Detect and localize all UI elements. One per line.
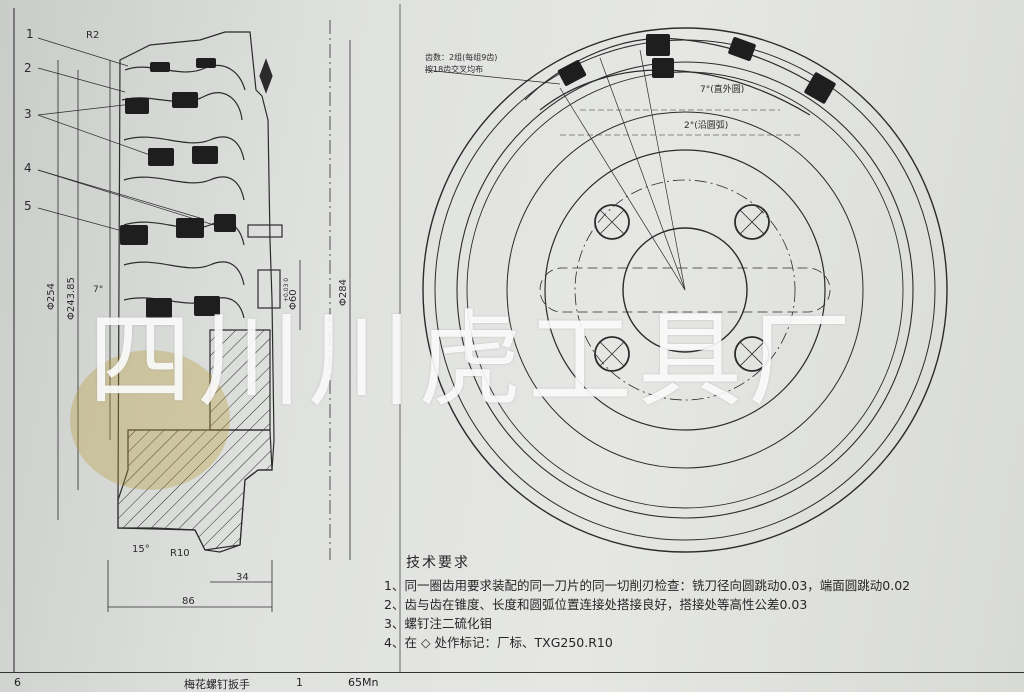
section-view — [37, 20, 351, 612]
tech-req-item-2: 2、齿与齿在锥度、长度和圆弧位置连接处搭接良好，搭接处等高性公差0.03 — [384, 597, 808, 612]
bolt-pitch-circle — [574, 179, 796, 401]
slot-hidden — [539, 267, 831, 313]
coffee-stain — [70, 350, 230, 490]
insert-icon — [557, 60, 587, 86]
note-leader — [424, 69, 561, 85]
part-name: 梅花螺钉扳手 — [184, 678, 250, 691]
hatched-section — [117, 429, 273, 551]
dim-60-text: Φ60 — [288, 289, 299, 310]
leader-2 — [37, 67, 126, 93]
angle-15: 15° — [132, 544, 150, 555]
callout-2: 2 — [24, 61, 32, 75]
callout-4: 4 — [24, 161, 32, 175]
insert-icon — [194, 296, 220, 316]
material: 65Mn — [348, 676, 379, 689]
dim-254-text: Φ254 — [46, 283, 57, 310]
insert-icon — [804, 72, 836, 104]
leader-4a — [37, 169, 201, 219]
tooth-row-5 — [123, 221, 245, 246]
radius-r10: R10 — [170, 548, 190, 559]
left-view-labels: 1 2 3 4 5 R2 R10 7° 15° 34 86 Φ254 Φ243.… — [24, 27, 349, 607]
callout-3: 3 — [24, 107, 32, 121]
leader-5 — [37, 207, 131, 234]
bolt-hole — [594, 336, 630, 372]
bore-feature — [257, 269, 281, 309]
technical-requirements: 技术要求 1、同一圈齿用要求装配的同一刀片的同一切削刃检查：铣刀径向圆跳动0.0… — [384, 552, 1014, 652]
tooth-row-1 — [124, 64, 246, 91]
dim-34-text: 34 — [236, 572, 249, 583]
circle-4 — [466, 71, 904, 509]
inserts-left — [120, 58, 236, 318]
tooth-row-3 — [123, 136, 245, 161]
leader-3a — [37, 103, 133, 116]
bolt-hole — [594, 204, 630, 240]
callout-1: 1 — [26, 27, 34, 41]
insert-icon — [176, 218, 204, 238]
teeth-note-2: 按18齿交叉均布 — [425, 64, 483, 74]
insert-icon — [646, 34, 670, 56]
radial-line — [599, 57, 686, 291]
dim-86-text: 86 — [182, 596, 195, 607]
tech-req-item-1: 1、同一圈齿用要求装配的同一刀片的同一切削刃检查：铣刀径向圆跳动0.03，端面圆… — [384, 578, 911, 593]
outer-circle — [422, 27, 948, 553]
insert-icon — [214, 214, 236, 232]
tech-req-title: 技术要求 — [406, 555, 470, 571]
callout-5: 5 — [24, 199, 32, 213]
insert-icon — [120, 225, 148, 245]
bolt-hole — [734, 204, 770, 240]
row-number: 6 — [14, 676, 21, 689]
end-view — [422, 27, 948, 553]
circle-3 — [456, 61, 914, 519]
angle-arc-note: 2°(沿圆弧) — [684, 119, 728, 131]
angle-7: 7° — [93, 285, 103, 295]
teeth-note-1: 齿数：2组(每组9齿) — [425, 52, 497, 62]
leader-3b — [37, 114, 151, 156]
insert-icon — [192, 146, 218, 164]
dim-284-text: Φ284 — [338, 279, 349, 306]
radial-line — [559, 87, 686, 291]
radius-r2: R2 — [86, 30, 99, 41]
insert-icon — [728, 37, 756, 61]
end-view-labels: 齿数：2组(每组9齿) 按18齿交叉均布 7°(直外圆) 2°(沿圆弧) — [425, 52, 744, 131]
insert-icon — [146, 298, 172, 318]
insert-icon — [150, 62, 170, 72]
hole-crosshairs — [599, 209, 765, 367]
insert-icon — [125, 98, 149, 114]
bolt-holes — [594, 204, 770, 372]
tech-req-item-3: 3、螺钉注二硫化钼 — [384, 616, 492, 631]
tech-req-item-4: 4、在 ◇ 处作标记：厂标、TXG250.R10 — [384, 635, 613, 650]
dim-24385-text: Φ243.85 — [66, 277, 77, 320]
insert-icon — [652, 58, 674, 78]
quantity: 1 — [296, 676, 303, 689]
radial-line — [639, 49, 686, 291]
title-block-row: 6 梅花螺钉扳手 1 65Mn — [0, 672, 1024, 692]
insert-icon — [196, 58, 216, 68]
tooth-row-4 — [123, 176, 245, 201]
insert-icon — [172, 92, 198, 108]
bolt-circle-outer — [544, 149, 826, 431]
bolt-hole — [734, 336, 770, 372]
insert-icon — [148, 148, 174, 166]
keyway — [247, 224, 283, 238]
inserts-right — [557, 34, 836, 104]
watermark-text: 四川川虎工具厂 — [88, 299, 859, 421]
tooth-row-6 — [123, 261, 245, 286]
dim-60-tol: +0.03 0 — [283, 278, 290, 302]
leader-1 — [37, 37, 129, 67]
circle-5 — [506, 111, 864, 469]
angle-outer-note: 7°(直外圆) — [700, 83, 744, 95]
hub-section — [209, 329, 271, 431]
center-bore — [622, 227, 748, 353]
mark-diamond-icon — [259, 58, 273, 94]
